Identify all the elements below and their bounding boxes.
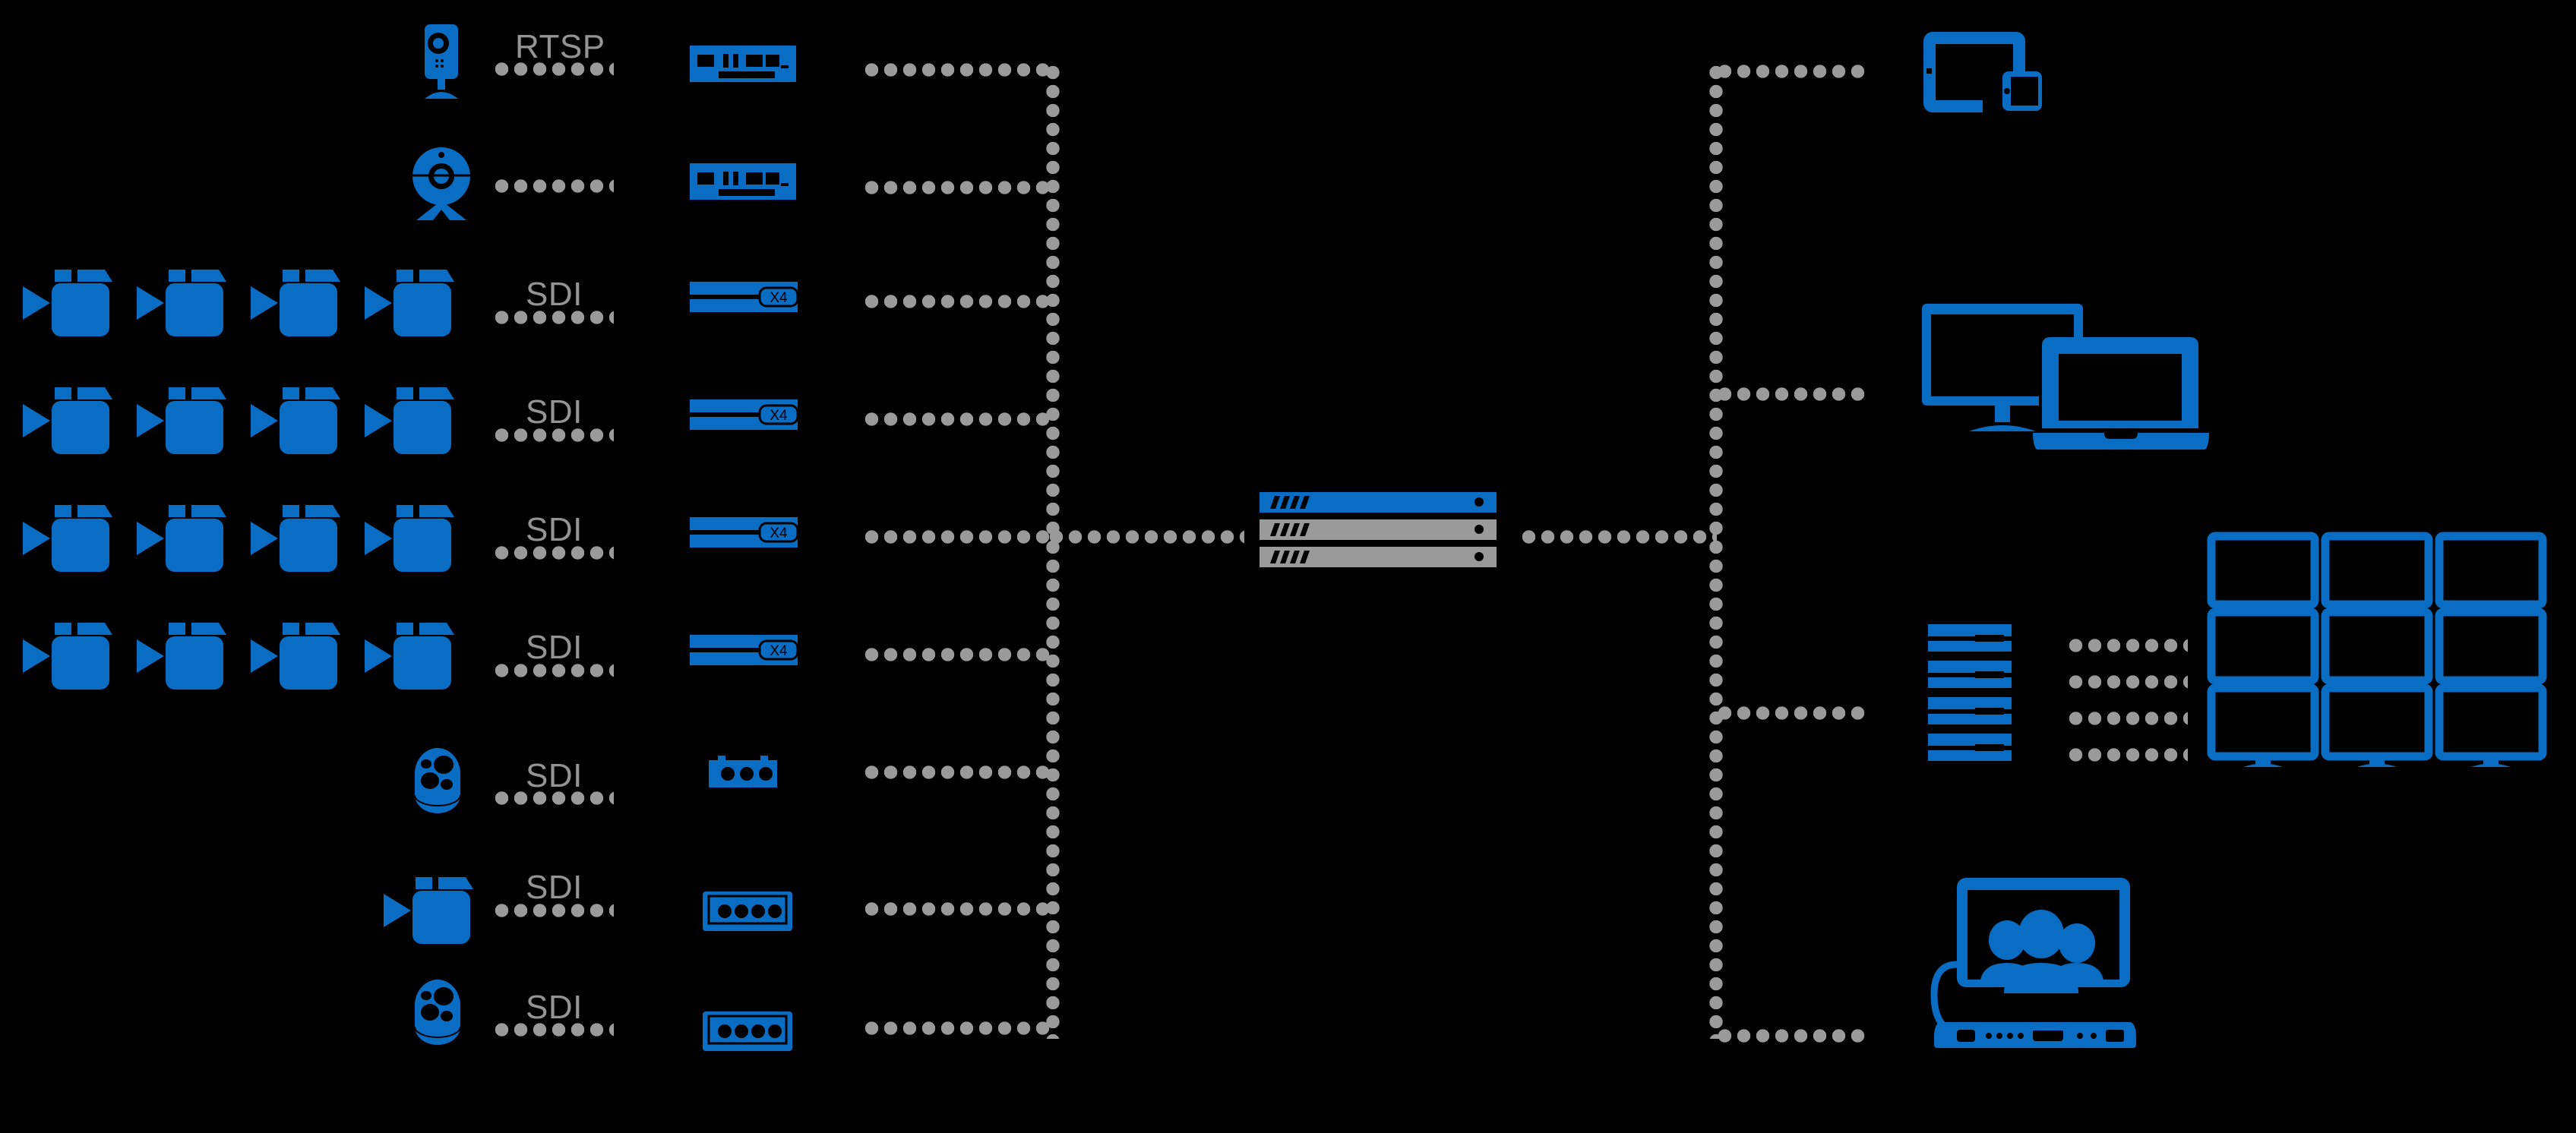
ptz-dome-camera-icon bbox=[410, 980, 465, 1054]
video-conference-icon bbox=[1922, 873, 2142, 1052]
link-encoder-5 bbox=[862, 530, 1052, 544]
protocol-label-sdi-8: SDI bbox=[526, 869, 583, 906]
link-source-3 bbox=[492, 311, 614, 324]
encoder-badge-5: X4 bbox=[770, 525, 788, 541]
network-switch-icon bbox=[690, 46, 796, 82]
link-encoder-1 bbox=[862, 63, 1052, 77]
camcorder-icon bbox=[384, 877, 482, 945]
link-encoder-7 bbox=[862, 765, 1052, 779]
protocol-label-sdi-5: SDI bbox=[526, 511, 583, 548]
camcorder-group bbox=[23, 505, 494, 573]
encoder-badge-3: X4 bbox=[770, 290, 788, 306]
network-switch-icon bbox=[690, 163, 796, 200]
link-source-6 bbox=[492, 664, 614, 677]
encoder-badge-6: X4 bbox=[770, 643, 788, 659]
encoder-4port-icon bbox=[703, 888, 792, 936]
link-decoder-wall-3 bbox=[2066, 712, 2188, 725]
link-source-1 bbox=[492, 62, 614, 76]
link-dest-4 bbox=[1715, 1029, 1867, 1043]
link-source-8 bbox=[492, 904, 614, 917]
protocol-label-sdi-3: SDI bbox=[526, 276, 583, 313]
encoder-4port-icon bbox=[703, 1008, 792, 1056]
link-source-5 bbox=[492, 546, 614, 560]
link-encoder-3 bbox=[862, 295, 1052, 308]
ip-camera-icon bbox=[414, 24, 469, 100]
link-encoder-6 bbox=[862, 648, 1052, 661]
ptz-dome-camera-icon bbox=[410, 748, 465, 822]
protocol-label-sdi-4: SDI bbox=[526, 393, 583, 431]
desktop-laptop-icon bbox=[1922, 304, 2249, 456]
link-encoder-4 bbox=[862, 412, 1052, 426]
webcam-icon bbox=[410, 143, 473, 220]
link-decoder-wall-2 bbox=[2066, 675, 2188, 689]
sdi-encoder-icon: X4 bbox=[690, 399, 799, 430]
sdi-encoder-icon: X4 bbox=[690, 282, 799, 312]
video-wall-3x3-icon bbox=[2207, 532, 2549, 767]
link-source-9 bbox=[492, 1023, 614, 1037]
camcorder-group bbox=[23, 270, 494, 338]
camcorder-group bbox=[23, 387, 494, 456]
media-server[interactable] bbox=[1260, 492, 1497, 568]
encoder-badge-4: X4 bbox=[770, 408, 788, 424]
sdi-encoder-icon: X4 bbox=[690, 517, 799, 548]
tablet-phone-icon bbox=[1922, 32, 2043, 112]
link-encoder-9 bbox=[862, 1021, 1052, 1035]
trunk-left-to-server bbox=[1047, 530, 1244, 544]
protocol-label-rtsp: RTSP bbox=[515, 28, 605, 65]
decoder-stack-icon bbox=[1928, 624, 2012, 761]
protocol-label-sdi-9: SDI bbox=[526, 989, 583, 1026]
link-dest-2 bbox=[1715, 387, 1867, 401]
link-encoder-8 bbox=[862, 902, 1052, 916]
protocol-label-sdi-6: SDI bbox=[526, 629, 583, 666]
protocol-label-sdi-7: SDI bbox=[526, 757, 583, 794]
camcorder-group bbox=[23, 623, 494, 691]
trunk-server-to-right bbox=[1519, 530, 1717, 544]
link-source-4 bbox=[492, 428, 614, 442]
sdi-encoder-icon: X4 bbox=[690, 635, 799, 665]
ingest-bus-left bbox=[1046, 63, 1060, 1039]
distribution-bus-right bbox=[1709, 63, 1723, 1039]
link-source-2 bbox=[492, 179, 614, 193]
encoder-3port-icon bbox=[709, 754, 785, 791]
link-encoder-2 bbox=[862, 181, 1052, 194]
link-decoder-wall-4 bbox=[2066, 748, 2188, 762]
link-source-7 bbox=[492, 791, 614, 805]
link-dest-1 bbox=[1715, 65, 1867, 78]
link-dest-3 bbox=[1715, 706, 1867, 720]
link-decoder-wall-1 bbox=[2066, 639, 2188, 652]
